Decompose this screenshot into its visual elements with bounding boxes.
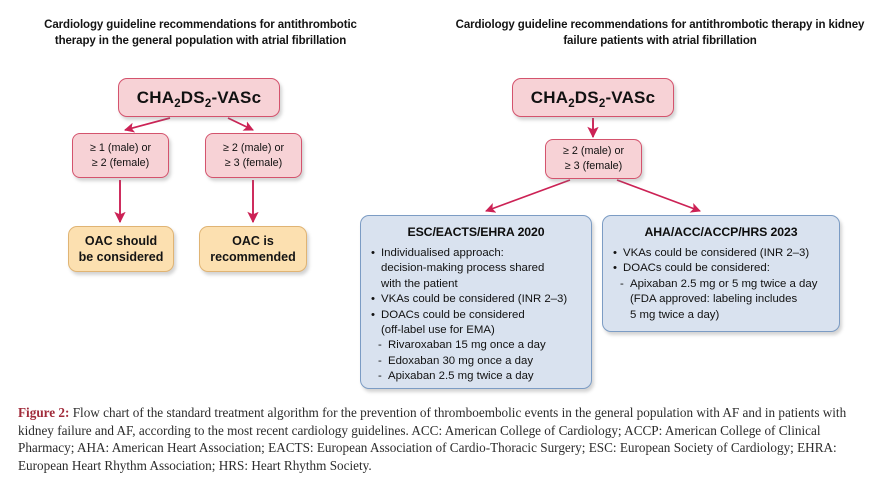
- list-item: Apixaban 2.5 mg twice a day: [371, 369, 581, 385]
- list-item: 5 mg twice a day): [630, 308, 720, 321]
- right-criteria-box: ≥ 2 (male) or ≥ 3 (female): [545, 139, 642, 179]
- arrow-left-root-to-crit1: [124, 117, 171, 133]
- arrow-right-crit-to-aha-panel: [616, 179, 701, 213]
- arrow-right-crit-to-esc-panel: [485, 179, 571, 213]
- list-item: DOACs could be considered:: [613, 261, 829, 277]
- left-criteria-1-line2: ≥ 2 (female): [91, 156, 150, 169]
- left-outcome-box-2: OAC is recommended: [199, 226, 307, 272]
- left-criteria-box-2: ≥ 2 (male) or ≥ 3 (female): [205, 133, 302, 178]
- left-criteria-2-text: ≥ 2 (male) or ≥ 3 (female): [223, 141, 284, 171]
- panel-esc-heading: ESC/EACTS/EHRA 2020: [407, 225, 545, 239]
- list-item: VKAs could be considered (INR 2–3): [613, 246, 829, 262]
- panel-aha-heading: AHA/ACC/ACCP/HRS 2023: [644, 225, 798, 239]
- left-criteria-2-line2: ≥ 3 (female): [224, 156, 283, 169]
- left-criteria-2-line1: ≥ 2 (male) or: [222, 141, 285, 154]
- panel-esc-list: Individualised approach: decision-making…: [371, 246, 581, 385]
- left-criteria-1-line1: ≥ 1 (male) or: [89, 141, 152, 154]
- left-score-label: CHA2DS2-VASc: [136, 87, 262, 110]
- figure-caption: Figure 2: Flow chart of the standard tre…: [18, 404, 869, 474]
- figure-caption-label: Figure 2:: [18, 405, 70, 420]
- panel-aha-list: VKAs could be considered (INR 2–3) DOACs…: [613, 246, 829, 323]
- panel-esc-eacts-ehra-2020: ESC/EACTS/EHRA 2020 Individualised appro…: [360, 215, 592, 389]
- list-item: Edoxaban 30 mg once a day: [371, 354, 581, 370]
- right-criteria-line1: ≥ 2 (male) or: [562, 145, 625, 157]
- left-criteria-1-text: ≥ 1 (male) or ≥ 2 (female): [90, 141, 151, 171]
- list-item: Apixaban 2.5 mg or 5 mg twice a day: [613, 277, 829, 293]
- list-item: DOACs could be considered (off-label use…: [371, 308, 581, 339]
- panel-aha-acc-accp-hrs-2023: AHA/ACC/ACCP/HRS 2023 VKAs could be cons…: [602, 215, 840, 332]
- right-column-title: Cardiology guideline recommendations for…: [455, 19, 865, 47]
- list-item: (FDA approved: labeling includes: [630, 293, 798, 306]
- left-outcome-1-line2: be considered: [78, 250, 164, 264]
- arrow-left-root-to-crit2: [227, 117, 254, 131]
- left-outcome-2-text: OAC is recommended: [210, 233, 295, 265]
- left-criteria-box-1: ≥ 1 (male) or ≥ 2 (female): [72, 133, 169, 178]
- left-outcome-1-text: OAC should be considered: [79, 233, 164, 265]
- list-item: Rivaroxaban 15 mg once a day: [371, 338, 581, 354]
- right-score-box: CHA2DS2-VASc: [512, 78, 674, 117]
- left-score-box: CHA2DS2-VASc: [118, 78, 280, 117]
- right-score-label: CHA2DS2-VASc: [530, 87, 656, 110]
- figure-caption-text: Flow chart of the standard treatment alg…: [18, 405, 847, 473]
- left-outcome-2-line1: OAC is: [232, 234, 274, 248]
- left-outcome-1-line1: OAC should: [84, 234, 158, 248]
- list-item: Individualised approach: decision-making…: [371, 246, 581, 292]
- left-column-title: Cardiology guideline recommendations for…: [44, 19, 357, 47]
- left-outcome-2-line2: recommended: [210, 250, 296, 264]
- right-criteria-text: ≥ 2 (male) or ≥ 3 (female): [563, 144, 624, 174]
- right-criteria-line2: ≥ 3 (female): [564, 160, 623, 172]
- left-outcome-box-1: OAC should be considered: [68, 226, 174, 272]
- list-item: VKAs could be considered (INR 2–3): [371, 292, 581, 308]
